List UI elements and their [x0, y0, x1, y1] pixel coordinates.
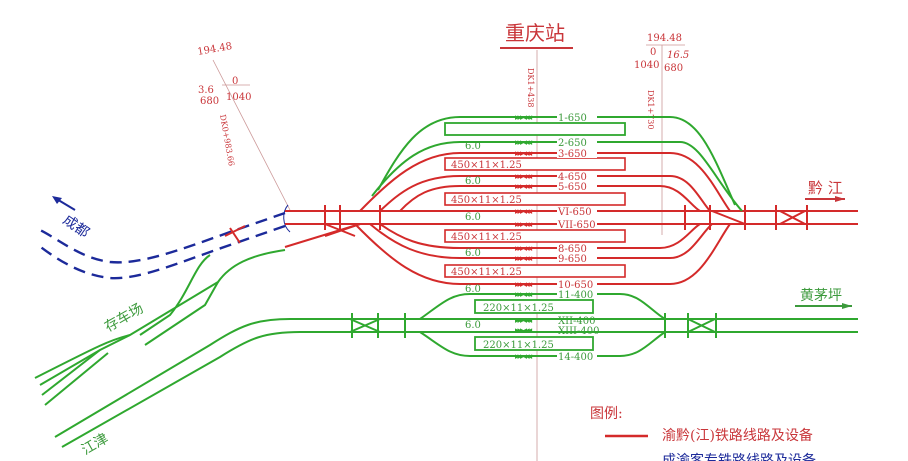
center-mileage: DK1+438 — [526, 68, 535, 107]
legend-title: 图例: — [590, 406, 623, 422]
direction-huangmaoping: 黄茅坪 — [800, 287, 842, 304]
track-label: 14-400 — [558, 352, 593, 363]
spacing-label: 6.0 — [465, 176, 481, 187]
track-label: 2-650 — [558, 138, 587, 149]
platform-6 — [474, 336, 594, 351]
right-profile-point: 194.48 0 1040 16.5 680 DK1+730 — [634, 33, 689, 235]
platform-5 — [474, 299, 594, 314]
left-length-right: 1040 — [226, 92, 251, 103]
track-label: VI-650 — [557, 207, 592, 218]
platform-0 — [444, 122, 626, 136]
track-label-bg — [557, 325, 597, 335]
track-label: 9-650 — [558, 254, 587, 265]
track-label-bg — [557, 148, 597, 158]
track-direction-arrows: ▸▸▸◂◂◂ — [515, 207, 533, 217]
right-grade-left: 0 — [650, 47, 656, 58]
track-label: 10-650 — [558, 280, 593, 291]
track-labels: ▸▸▸◂◂◂ 1-650 ▸▸▸◂◂◂ 2-650 ▸▸▸◂◂◂ 3-650 ▸▸▸◂◂◂ 4… — [515, 112, 599, 363]
other-lines — [34, 249, 858, 448]
spacing-label: 6.0 — [465, 248, 481, 259]
platform-1 — [444, 157, 626, 171]
platform-label: 450×11×1.25 — [451, 160, 522, 171]
track-label-bg — [557, 181, 597, 191]
track-label-bg — [557, 206, 597, 216]
track-direction-arrows: ▸▸▸◂◂◂ — [515, 254, 533, 264]
track-direction-arrows: ▸▸▸◂◂◂ — [515, 280, 533, 290]
left-length-left: 680 — [200, 96, 219, 107]
chengyu-line — [37, 196, 291, 280]
track-label-bg — [557, 171, 597, 181]
track-direction-arrows: ▸▸▸◂◂◂ — [515, 172, 533, 182]
platform-label: 220×11×1.25 — [483, 340, 554, 351]
track-direction-arrows: ▸▸▸◂◂◂ — [515, 244, 533, 254]
track-label-bg — [557, 112, 597, 122]
legend-item: 成渝客专铁路线路及设备 — [662, 452, 816, 461]
legend: 图例: 渝黔(江)铁路线路及设备 成渝客专铁路线路及设备 — [590, 406, 816, 461]
track-direction-arrows: ▸▸▸◂◂◂ — [515, 220, 533, 230]
platform-label: 450×11×1.25 — [451, 195, 522, 206]
platform-label: 220×11×1.25 — [483, 303, 554, 314]
track-label-bg — [557, 289, 597, 299]
left-elevation: 194.48 — [197, 41, 233, 58]
right-length-right: 680 — [664, 63, 683, 74]
track-direction-arrows: ▸▸▸◂◂◂ — [515, 290, 533, 300]
left-grade-right: 0 — [232, 76, 238, 87]
spacing-label: 6.0 — [465, 284, 481, 295]
track-label: 5-650 — [558, 182, 587, 193]
track-label: 1-650 — [558, 113, 587, 124]
platform-4 — [444, 264, 626, 278]
direction-chengdu: 成都 — [60, 212, 92, 241]
legend-item: 渝黔(江)铁路线路及设备 — [662, 427, 813, 444]
spacing-label: 6.0 — [465, 212, 481, 223]
track-label: 11-400 — [558, 290, 593, 301]
track-label-bg — [557, 219, 597, 229]
track-direction-arrows: ▸▸▸◂◂◂ — [515, 149, 533, 159]
spacing-label: 6.0 — [465, 141, 481, 152]
left-mileage: DK0+983.66 — [218, 114, 236, 167]
track-label-bg — [557, 137, 597, 147]
platform-label: 450×11×1.25 — [451, 232, 522, 243]
right-length-left: 1040 — [634, 60, 659, 71]
track-direction-arrows: ▸▸▸◂◂◂ — [515, 352, 533, 362]
track-label: XII-400 — [558, 316, 596, 327]
track-label-bg — [557, 279, 597, 289]
left-grade-left: 3.6 — [198, 85, 214, 96]
platform-2 — [444, 192, 626, 206]
left-profile-point: 194.48 3.6 680 0 1040 DK0+983.66 — [197, 41, 291, 211]
spacing-label: 6.0 — [465, 320, 481, 331]
track-label: 3-650 — [558, 149, 587, 160]
track-label: VII-650 — [557, 220, 596, 231]
track-direction-arrows: ▸▸▸◂◂◂ — [515, 182, 533, 192]
track-direction-arrows: ▸▸▸◂◂◂ — [515, 316, 533, 326]
right-mileage: DK1+730 — [646, 90, 655, 129]
track-label-bg — [557, 351, 597, 361]
direction-qianjiang: 黔 江 — [808, 179, 843, 197]
station-title: 重庆站 — [505, 21, 565, 45]
track-label: 4-650 — [558, 172, 587, 183]
right-grade-right: 16.5 — [667, 50, 689, 61]
right-elevation: 194.48 — [647, 33, 682, 44]
track-direction-arrows: ▸▸▸◂◂◂ — [515, 113, 533, 123]
track-label-bg — [557, 253, 597, 263]
track-label: 8-650 — [558, 244, 587, 255]
track-label-bg — [557, 243, 597, 253]
platform-3 — [444, 229, 626, 243]
track-direction-arrows: ▸▸▸◂◂◂ — [515, 138, 533, 148]
platform-label: 450×11×1.25 — [451, 267, 522, 278]
